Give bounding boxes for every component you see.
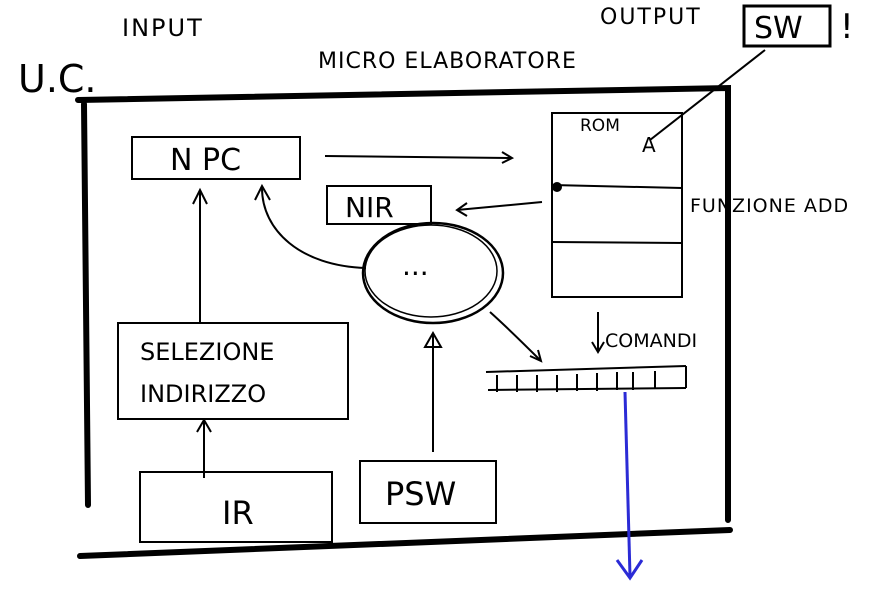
logic-dots: ... <box>402 249 429 282</box>
selezione-to-npc-arrowhead <box>192 187 208 205</box>
output-blue-arrowhead <box>615 559 644 581</box>
selezione-box <box>117 322 349 420</box>
selezione-label-line1: SELEZIONE <box>140 338 274 366</box>
rom-pointer-dot <box>552 182 562 192</box>
output-label: OUTPUT <box>600 5 702 30</box>
exclaim-mark: ! <box>840 7 854 47</box>
input-label: INPUT <box>122 14 204 42</box>
ellipse-to-comandi-arrowhead <box>529 349 543 363</box>
rom-divider-2 <box>551 241 683 244</box>
comandi-label: COMANDI <box>605 330 697 352</box>
psw-to-ellipse-arrowhead <box>423 330 443 348</box>
ir-to-selezione-arrowhead <box>196 418 212 433</box>
psw-label: PSW <box>385 475 456 513</box>
sw-label: SW <box>754 11 803 46</box>
logic-ellipse <box>361 221 505 325</box>
sw-box <box>742 4 832 48</box>
ellipse-to-npc-arrowhead <box>254 183 271 201</box>
rom-to-nir-arrowhead <box>455 202 468 217</box>
nir-box <box>326 185 432 225</box>
sw-to-rom-arrow <box>649 49 766 141</box>
nir-label: NIR <box>345 191 394 224</box>
comandi-register <box>485 365 687 392</box>
ellipse-to-comandi-curve <box>489 311 541 361</box>
comandi-arrowhead <box>591 341 605 354</box>
ir-label: IR <box>222 494 254 532</box>
rom-box <box>551 112 683 298</box>
uc-frame <box>75 84 733 559</box>
ellipse-to-npc-curve <box>261 187 367 269</box>
funzione-label: FUNZIONE ADD <box>690 195 849 217</box>
selezione-label-line2: INDIRIZZO <box>140 380 266 408</box>
uc-label: U.C. <box>18 57 97 101</box>
rom-to-nir-arrow <box>456 201 543 211</box>
npc-to-rom-arrow <box>324 155 513 159</box>
psw-box <box>359 460 497 524</box>
npc-label: N PC <box>170 143 241 178</box>
ir-box <box>139 471 333 543</box>
output-blue-arrow <box>623 391 632 577</box>
npc-to-rom-arrowhead <box>501 151 515 164</box>
npc-box <box>131 136 301 180</box>
micro-label: MICRO ELABORATORE <box>318 49 577 74</box>
logic-ellipse-outline <box>364 224 498 318</box>
rom-divider-1 <box>551 184 683 189</box>
rom-label: ROM <box>580 116 620 136</box>
